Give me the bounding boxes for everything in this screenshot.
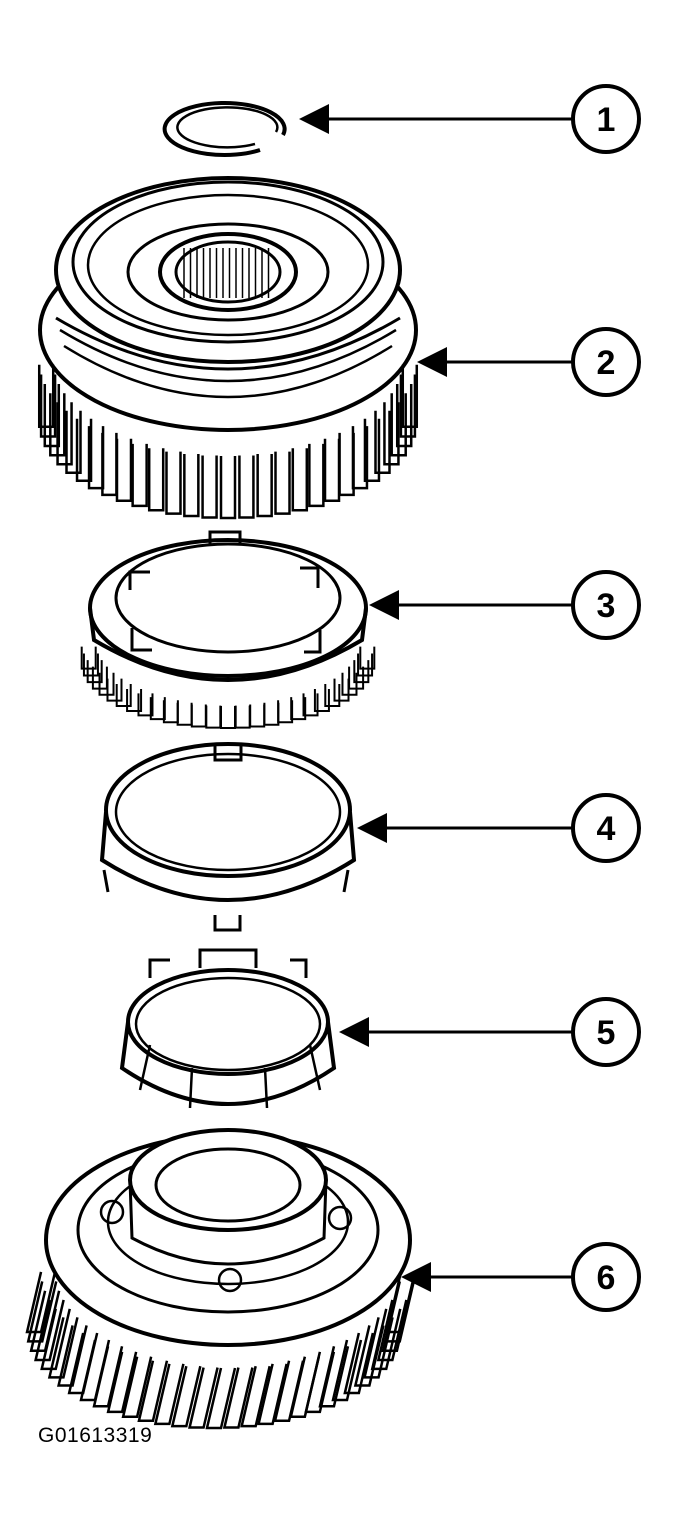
callout-number-3: 3 [597,587,616,625]
callout-number-1: 1 [597,101,616,139]
callout-number-6: 6 [597,1259,616,1297]
callout-2: 2 [571,327,641,397]
synchronizer-hub-part [37,176,419,520]
retaining-ring-part [162,101,287,157]
callout-arrows [299,104,572,1292]
outer-cone-part [99,742,357,932]
callout-number-2: 2 [597,344,616,382]
callout-5: 5 [571,997,641,1067]
figure-id: G01613319 [38,1424,153,1447]
blocking-ring-part [80,530,376,729]
callout-1: 1 [571,84,641,154]
inner-cone-part [119,948,337,1109]
helical-gear-part [25,1128,417,1430]
callouts: 1 2 3 4 5 6 [571,84,641,1312]
callout-6: 6 [571,1242,641,1312]
callout-4: 4 [571,793,641,863]
callout-number-4: 4 [597,810,616,848]
callout-3: 3 [571,570,641,640]
callout-number-5: 5 [597,1014,616,1052]
